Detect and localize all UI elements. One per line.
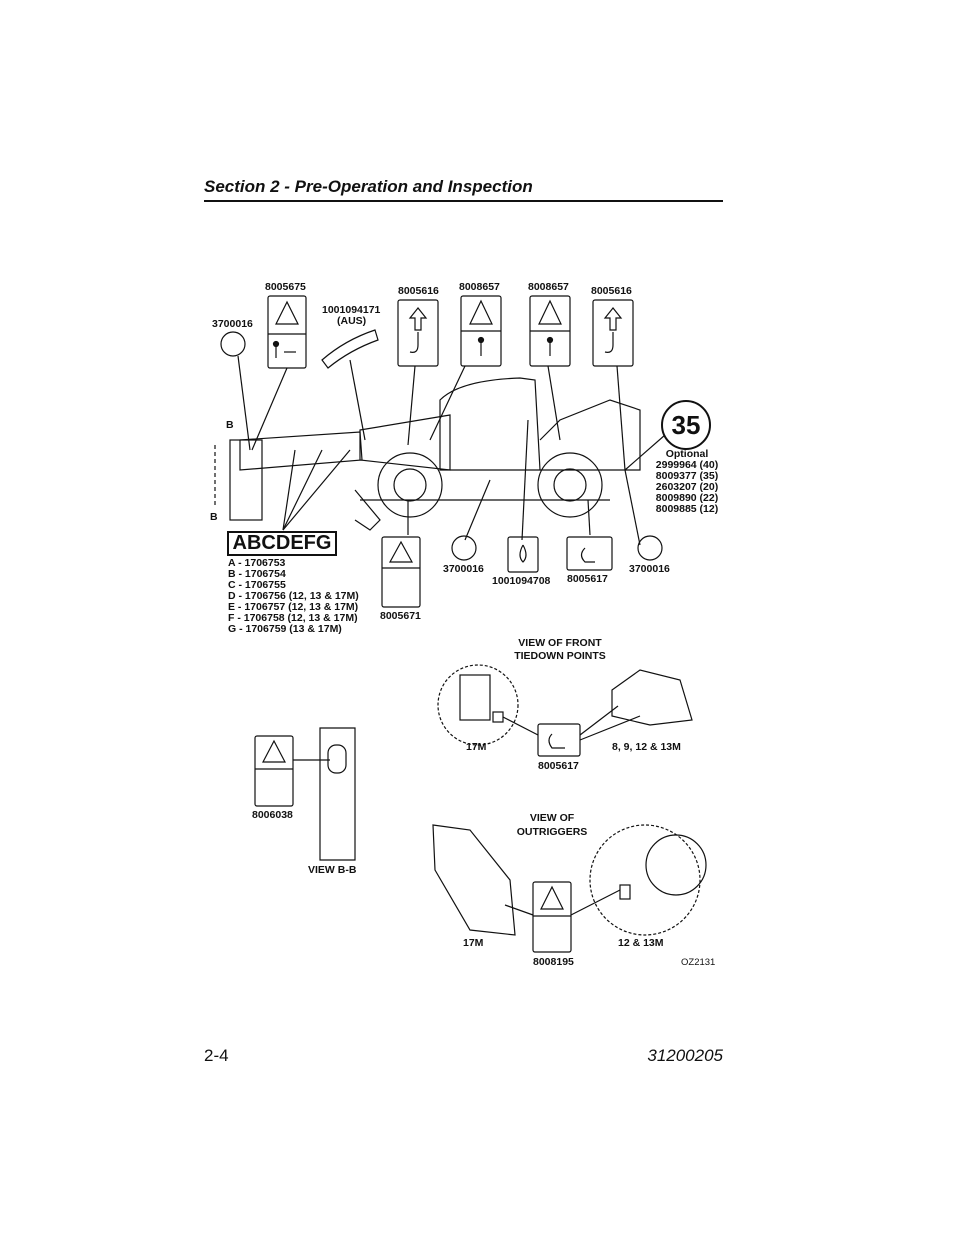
label-1001094708: 1001094708 xyxy=(492,575,551,587)
optional-list-item: 2999964 (40) xyxy=(655,459,719,471)
outriggers-17m-label: 17M xyxy=(463,937,484,949)
abc-list-item: G - 1706759 (13 & 17M) xyxy=(228,623,342,635)
front-tiedown-17m-label: 17M xyxy=(466,741,487,753)
view-bb-caption: VIEW B-B xyxy=(308,864,357,876)
abc-list-item: A - 1706753 xyxy=(228,557,286,569)
label-8005671: 8005671 xyxy=(380,610,421,622)
outriggers-12-13m-label: 12 & 13M xyxy=(618,937,664,949)
optional-list-item: 8009885 (12) xyxy=(655,503,719,515)
optional-list-item: 8009377 (35) xyxy=(655,470,719,482)
decal-3700016-top-icon xyxy=(220,331,246,357)
abcdefg-decal-label: ABCDEFG xyxy=(227,531,337,556)
optional-part-list: Optional 2999964 (40) 8009377 (35) 26032… xyxy=(647,448,727,515)
label-8005616-b: 8005616 xyxy=(591,285,632,297)
abc-list-item: F - 1706758 (12, 13 & 17M) xyxy=(228,612,358,624)
outrigger-12-13m-detail-icon xyxy=(589,824,701,936)
label-8005617: 8005617 xyxy=(567,573,608,585)
label-8005675: 8005675 xyxy=(265,281,306,293)
section-mark-b-bottom: B xyxy=(210,511,218,523)
abc-part-list: A - 1706753 B - 1706754 C - 1706755 D - … xyxy=(228,557,359,635)
label-aus: (AUS) xyxy=(337,315,367,327)
decal-8005675-icon xyxy=(267,295,307,369)
outrigger-17m-icon xyxy=(432,824,516,936)
decal-1001094171-icon xyxy=(321,329,379,369)
front-tiedown-decal-label: 8005617 xyxy=(538,760,579,772)
label-8008657-b: 8008657 xyxy=(528,281,569,293)
label-3700016-mid: 3700016 xyxy=(443,563,484,575)
section-title: Section 2 - Pre-Operation and Inspection xyxy=(204,177,533,196)
optional-list-item: 8009890 (22) xyxy=(655,492,719,504)
abc-list-item: B - 1706754 xyxy=(228,568,286,580)
decal-8008657-b-icon xyxy=(529,295,571,367)
tiedown-812-13m-icon xyxy=(611,669,693,726)
decal-8006038-icon xyxy=(254,735,294,807)
document-number: 31200205 xyxy=(647,1046,723,1065)
label-8008657-a: 8008657 xyxy=(459,281,500,293)
callout-35: 35 xyxy=(661,400,711,450)
optional-list-item: 2603207 (20) xyxy=(655,481,719,493)
label-8006038: 8006038 xyxy=(252,809,293,821)
optional-list-item: Optional xyxy=(665,448,709,460)
section-mark-b-top: B xyxy=(226,419,234,431)
outriggers-title-2: OUTRIGGERS xyxy=(516,826,588,838)
front-tiedown-title-2: TIEDOWN POINTS xyxy=(514,650,606,662)
label-8005616-a: 8005616 xyxy=(398,285,439,297)
label-8008195: 8008195 xyxy=(533,956,574,968)
outriggers-title-1: VIEW OF xyxy=(529,812,575,824)
abc-list-item: E - 1706757 (12, 13 & 17M) xyxy=(228,601,359,613)
view-bb-boom-icon xyxy=(319,727,356,861)
front-tiedown-title-1: VIEW OF FRONT xyxy=(518,637,602,649)
header-rule xyxy=(204,200,723,202)
decal-8005616-b-icon xyxy=(592,299,634,367)
decal-8005671-icon xyxy=(381,536,421,608)
tiedown-decal-8005617-icon xyxy=(537,723,581,757)
abc-list-item: D - 1706756 (12, 13 & 17M) xyxy=(228,590,359,602)
decal-3700016-right-icon xyxy=(637,535,663,561)
decal-3700016-mid-icon xyxy=(451,535,477,561)
front-tiedown-812-13m-label: 8, 9, 12 & 13M xyxy=(612,741,681,753)
telehandler-machine-icon xyxy=(214,377,641,531)
tiedown-17m-detail-icon xyxy=(437,664,519,746)
decal-8008195-icon xyxy=(532,881,572,953)
label-3700016-right: 3700016 xyxy=(629,563,670,575)
page-number: 2-4 xyxy=(204,1046,229,1065)
abc-list-item: C - 1706755 xyxy=(228,579,286,591)
decal-8005616-a-icon xyxy=(397,299,439,367)
decal-1001094708-icon xyxy=(507,536,539,573)
label-3700016-top: 3700016 xyxy=(212,318,253,330)
decal-8008657-a-icon xyxy=(460,295,502,367)
label-1001094171: 1001094171 xyxy=(322,304,381,316)
decal-8005617-icon xyxy=(566,536,613,571)
figure-id: OZ2131 xyxy=(681,957,716,968)
